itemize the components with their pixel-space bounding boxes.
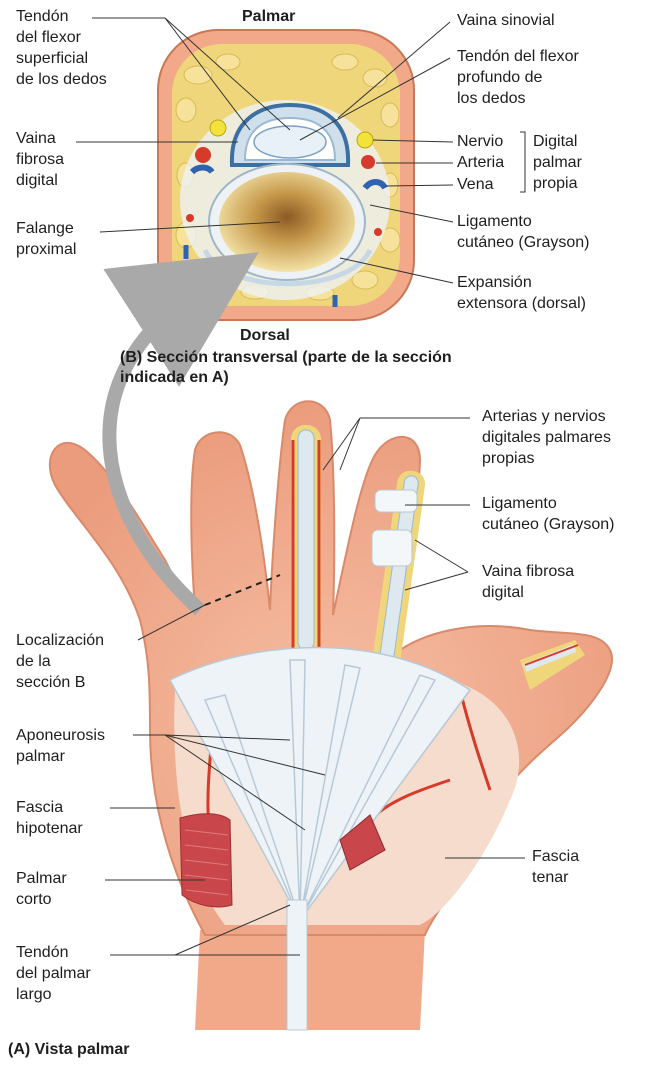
label-arteria: Arteria	[457, 152, 504, 173]
section-b-caption: (B) Sección transversal (parte de la sec…	[120, 348, 452, 388]
palmaris-longus-tendon	[287, 900, 307, 1030]
label-vena: Vena	[457, 174, 493, 195]
label-aponeurosis-palmar: Aponeurosis palmar	[16, 725, 105, 767]
label-vaina-fibrosa-a: Vaina fibrosa digital	[482, 561, 574, 603]
label-flexor-profundo: Tendón del flexor profundo de los dedos	[457, 46, 579, 109]
label-digital-palmar-propia: Digital palmar propia	[533, 131, 582, 194]
label-fascia-tenar: Fascia tenar	[532, 846, 579, 888]
vista-palmar-caption: (A) Vista palmar	[8, 1040, 130, 1060]
label-arterias-nervios: Arterias y nervios digitales palmares pr…	[482, 406, 611, 469]
label-ligamento-grayson-b: Ligamento cutáneo (Grayson)	[457, 211, 590, 253]
label-tendon-palmar-largo: Tendón del palmar largo	[16, 942, 91, 1005]
dorsal-heading: Dorsal	[240, 326, 290, 346]
label-expansion-extensora: Expansión extensora (dorsal)	[457, 272, 586, 314]
palmar-heading: Palmar	[242, 7, 295, 27]
cross-section	[158, 30, 414, 320]
label-localizacion-seccion-b: Localización de la sección B	[16, 630, 104, 693]
label-fascia-hipotenar: Fascia hipotenar	[16, 797, 83, 839]
label-vaina-sinovial: Vaina sinovial	[457, 10, 555, 31]
label-palmar-corto: Palmar corto	[16, 868, 67, 910]
label-flexor-superficial: Tendón del flexor superficial de los ded…	[16, 6, 107, 90]
label-ligamento-grayson-a: Ligamento cutáneo (Grayson)	[482, 493, 615, 535]
label-vaina-fibrosa-b: Vaina fibrosa digital	[16, 128, 64, 191]
deep-flexor-tendon	[254, 126, 326, 158]
label-falange-proximal: Falange proximal	[16, 218, 76, 260]
label-nervio: Nervio	[457, 131, 503, 152]
